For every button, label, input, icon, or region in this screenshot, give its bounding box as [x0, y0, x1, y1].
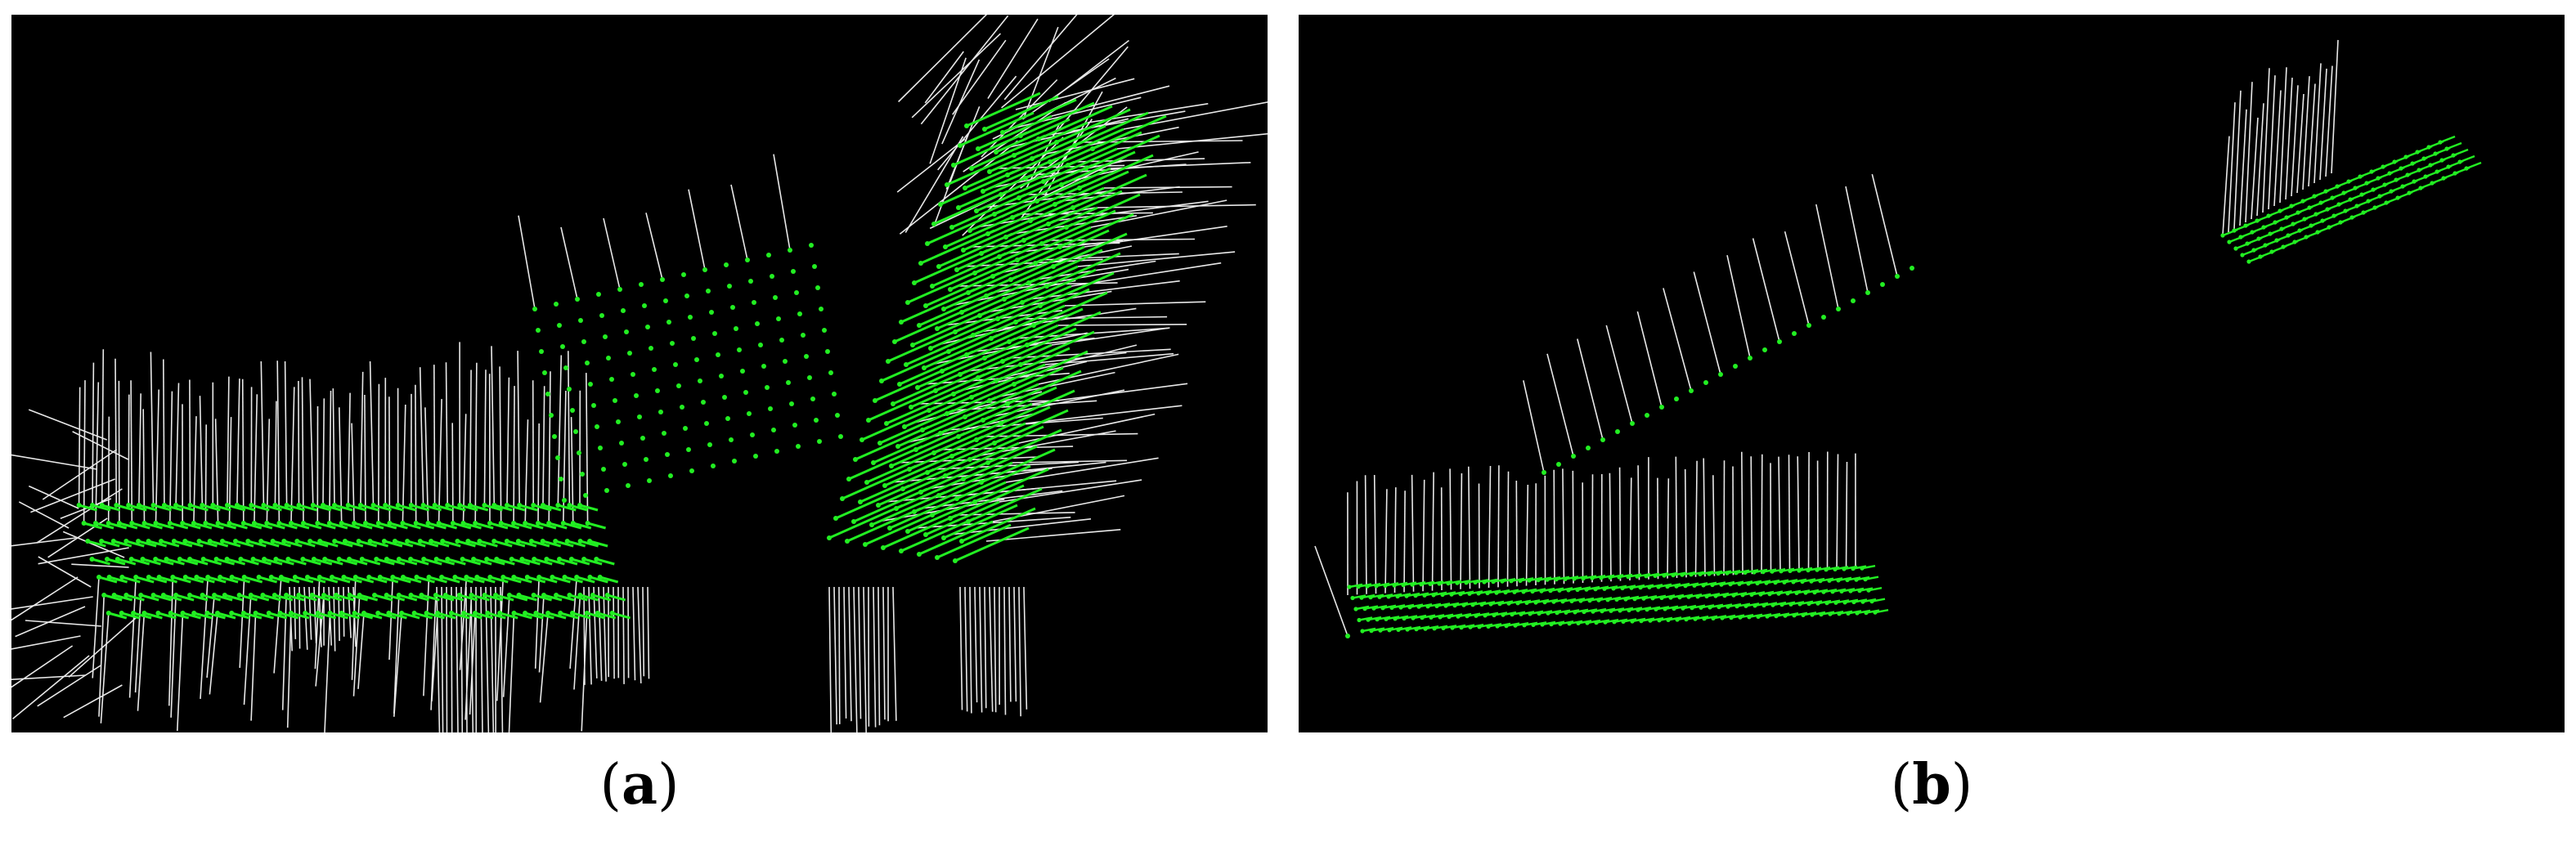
caption-b: (b) — [1890, 752, 1973, 817]
surface-points-b — [1345, 135, 2482, 638]
point-cloud-panel-b — [1299, 15, 2565, 732]
surface-points-a — [76, 92, 1167, 620]
normal-vectors-a — [11, 15, 1268, 732]
point-cloud-normals-render-b — [1314, 39, 2482, 638]
point-cloud-panel-a — [11, 15, 1268, 732]
caption-a: (a) — [599, 752, 680, 817]
point-cloud-normals-render-a — [11, 15, 1268, 732]
normal-vectors-b — [1314, 39, 2339, 637]
